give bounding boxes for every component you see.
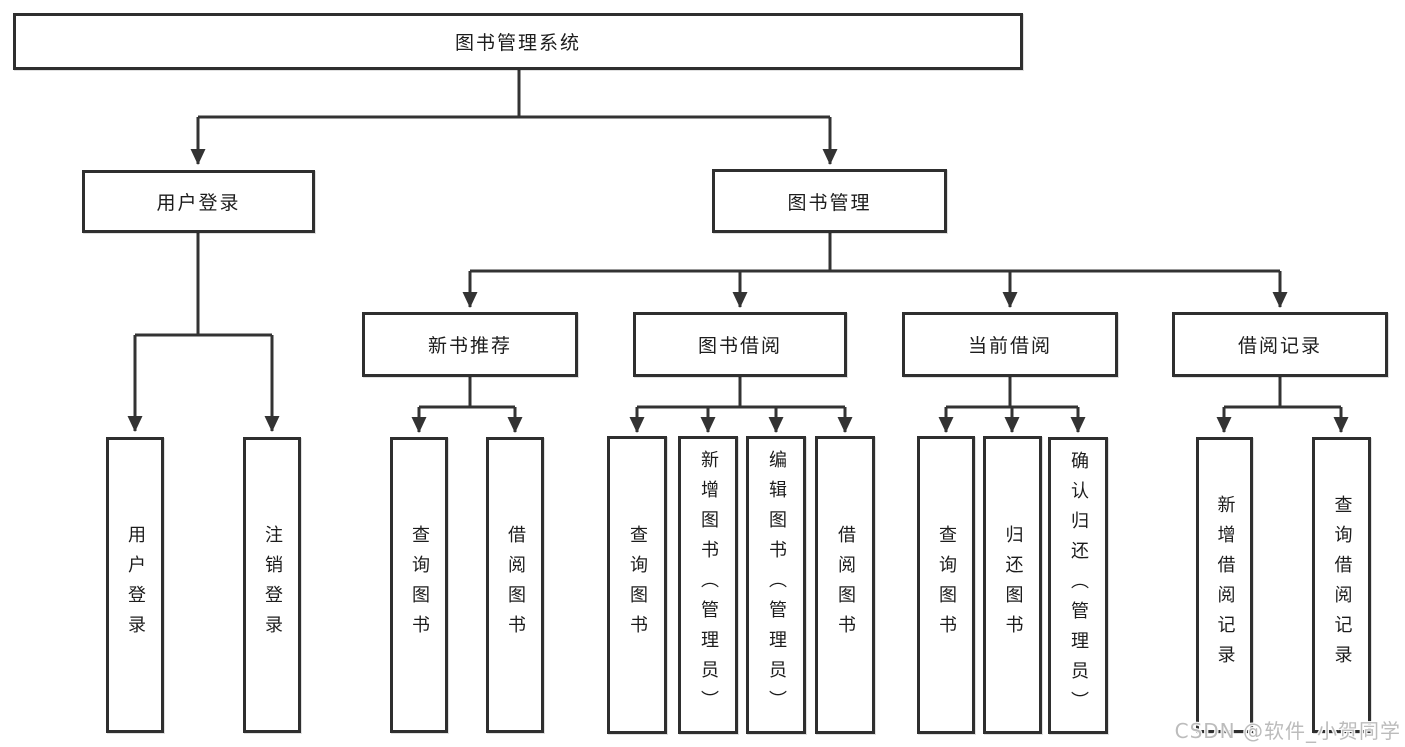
leaf-newbook-query-books: 查询图书 (390, 437, 448, 733)
node-book-borrowing: 图书借阅 (633, 312, 847, 377)
leaf-borrow-add-book-admin-label: 新增图书（管理员） (698, 450, 719, 720)
leaf-current-confirm-return-admin: 确认归还（管理员） (1048, 437, 1108, 734)
node-borrowing-records: 借阅记录 (1172, 312, 1388, 377)
leaf-records-add-record-label: 新增借阅记录 (1214, 495, 1236, 675)
leaf-current-query-books-label: 查询图书 (936, 525, 957, 645)
leaf-current-query-books: 查询图书 (917, 436, 975, 734)
watermark-text: CSDN @软件_小贺同学 (1174, 719, 1401, 743)
leaf-borrow-borrow-books-label: 借阅图书 (835, 525, 856, 645)
leaf-borrow-query-books-label: 查询图书 (627, 525, 648, 645)
leaf-newbook-borrow-books: 借阅图书 (486, 437, 544, 733)
node-new-book-recommendation-label: 新书推荐 (427, 335, 512, 357)
node-user-login-branch-label: 用户登录 (156, 192, 241, 214)
leaf-current-return-books: 归还图书 (983, 436, 1042, 734)
node-borrowing-records-label: 借阅记录 (1237, 335, 1322, 357)
node-book-management-label: 图书管理 (787, 191, 872, 214)
leaf-user-login: 用户登录 (106, 437, 164, 733)
leaf-borrow-edit-book-admin: 编辑图书（管理员） (746, 436, 806, 734)
leaf-current-confirm-return-admin-label: 确认归还（管理员） (1068, 450, 1089, 721)
leaf-newbook-borrow-books-label: 借阅图书 (505, 525, 526, 645)
leaf-current-return-books-label: 归还图书 (1002, 525, 1024, 645)
leaf-borrow-edit-book-admin-label: 编辑图书（管理员） (766, 450, 787, 720)
leaf-records-add-record: 新增借阅记录 (1196, 437, 1253, 733)
leaf-records-query-record-label: 查询借阅记录 (1331, 495, 1353, 675)
node-book-borrowing-label: 图书借阅 (697, 335, 782, 357)
leaf-records-query-record: 查询借阅记录 (1312, 437, 1371, 733)
leaf-newbook-query-books-label: 查询图书 (409, 525, 430, 645)
node-user-login-branch: 用户登录 (82, 170, 315, 233)
node-book-management: 图书管理 (712, 169, 947, 233)
leaf-logout: 注销登录 (243, 437, 301, 733)
leaf-borrow-add-book-admin: 新增图书（管理员） (678, 436, 738, 734)
node-current-borrowing-label: 当前借阅 (967, 335, 1052, 357)
node-library-system-label: 图书管理系统 (454, 32, 581, 54)
leaf-borrow-borrow-books: 借阅图书 (815, 436, 875, 734)
node-new-book-recommendation: 新书推荐 (362, 312, 578, 377)
leaf-user-login-label: 用户登录 (125, 525, 146, 645)
node-library-system: 图书管理系统 (13, 13, 1023, 70)
leaf-borrow-query-books: 查询图书 (607, 436, 667, 734)
node-current-borrowing: 当前借阅 (902, 312, 1118, 377)
leaf-logout-label: 注销登录 (262, 525, 283, 645)
